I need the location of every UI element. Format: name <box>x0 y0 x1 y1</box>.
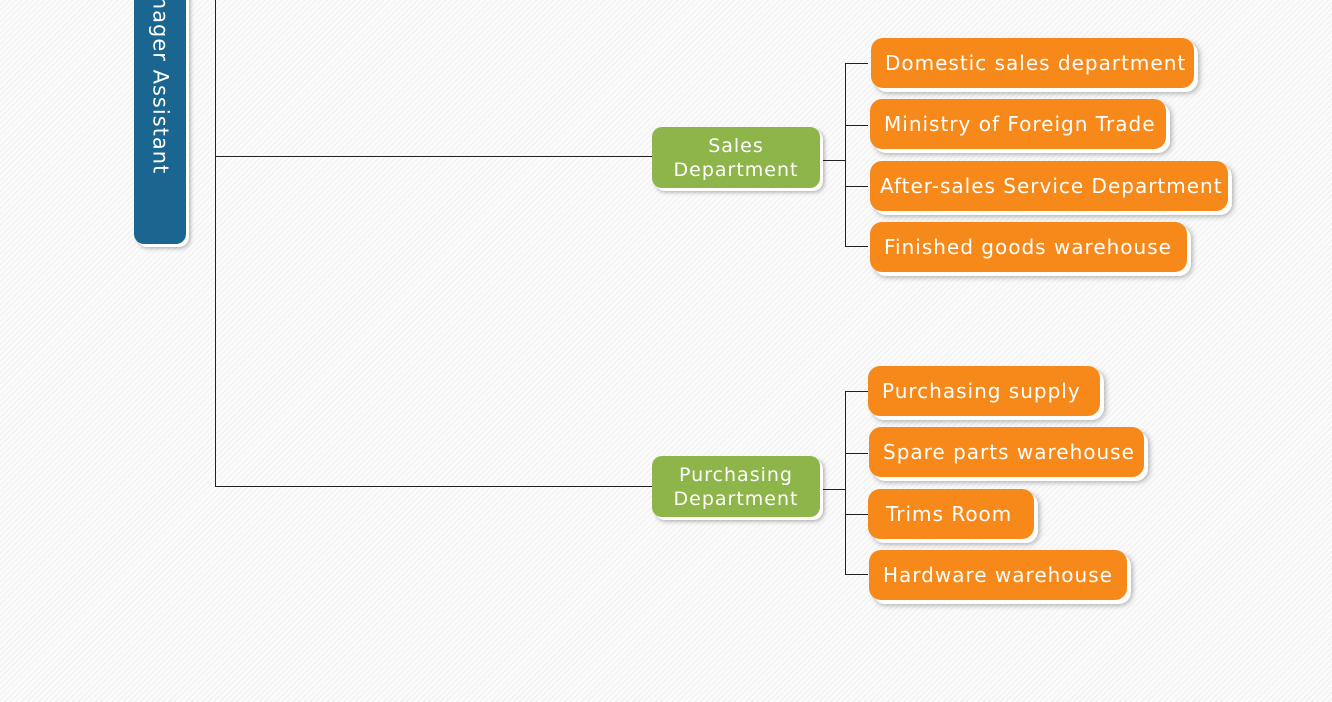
spare-parts-warehouse-node[interactable]: Spare parts warehouse <box>869 427 1144 477</box>
domestic-sales-department-node[interactable]: Domestic sales department <box>871 38 1194 88</box>
ministry-of-foreign-trade-node[interactable]: Ministry of Foreign Trade <box>870 99 1166 149</box>
purchasing-department-label-line1: Purchasing <box>679 463 793 486</box>
finished-goods-warehouse-label: Finished goods warehouse <box>884 235 1172 259</box>
manager-assistant-label: anager Assistant <box>148 0 173 175</box>
after-sales-service-department-label: After-sales Service Department <box>880 174 1223 198</box>
hardware-warehouse-node[interactable]: Hardware warehouse <box>869 550 1127 600</box>
sales-department-node[interactable]: Sales Department <box>652 127 820 188</box>
trims-room-node[interactable]: Trims Room <box>868 489 1034 539</box>
purchasing-supply-node[interactable]: Purchasing supply <box>868 366 1100 416</box>
sales-department-label-line2: Department <box>673 158 799 181</box>
purchasing-supply-label: Purchasing supply <box>882 379 1081 403</box>
domestic-sales-department-label: Domestic sales department <box>885 51 1187 75</box>
purchasing-department-label-line2: Department <box>673 487 799 510</box>
sales-department-label-line1: Sales <box>708 134 764 157</box>
ministry-of-foreign-trade-label: Ministry of Foreign Trade <box>884 112 1156 136</box>
after-sales-service-department-node[interactable]: After-sales Service Department <box>870 161 1228 211</box>
spare-parts-warehouse-label: Spare parts warehouse <box>883 440 1135 464</box>
hardware-warehouse-label: Hardware warehouse <box>883 563 1113 587</box>
manager-assistant-node[interactable]: anager Assistant <box>134 0 186 244</box>
finished-goods-warehouse-node[interactable]: Finished goods warehouse <box>870 222 1187 272</box>
purchasing-department-node[interactable]: Purchasing Department <box>652 456 820 517</box>
trims-room-label: Trims Room <box>886 502 1013 526</box>
